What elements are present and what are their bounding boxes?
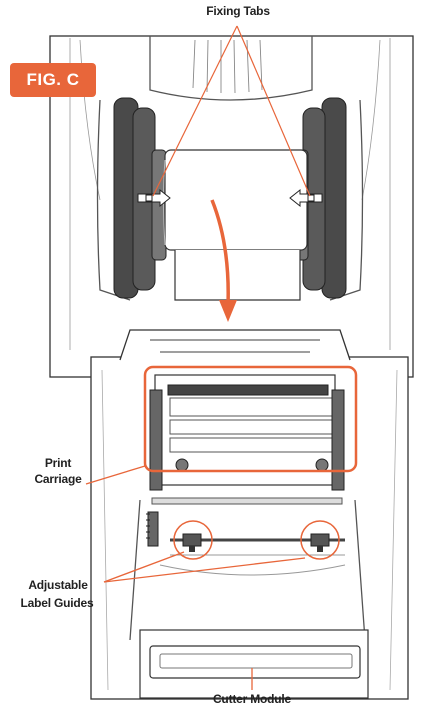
label-guide-right [310,533,330,552]
print-carriage-highlight [143,365,358,473]
fixing-tabs-label: Fixing Tabs [206,4,270,18]
label-guide-right-highlight [300,520,340,560]
label-guides-leaders [103,551,306,583]
print-carriage-label-line2: Carriage [34,472,82,486]
label-guide-left-highlight [173,520,213,560]
fixing-tabs-leaders [152,25,311,197]
figure-badge: FIG. C [10,63,96,97]
fixing-tab-right [289,188,323,208]
label-guide-left [182,533,202,552]
label-roll [163,149,308,301]
cutter-module-label: Cutter Module [212,692,292,706]
side-gear [146,511,159,547]
cutter-module [139,629,369,699]
fixing-tab-left [137,188,171,208]
label-guides-label-line1: Adjustable [28,578,88,592]
label-guides-label-line2: Label Guides [20,596,94,610]
print-carriage [149,374,345,505]
print-carriage-label-line1: Print [44,456,72,470]
print-carriage-leader [85,465,146,485]
feed-direction-arrow [210,199,237,322]
